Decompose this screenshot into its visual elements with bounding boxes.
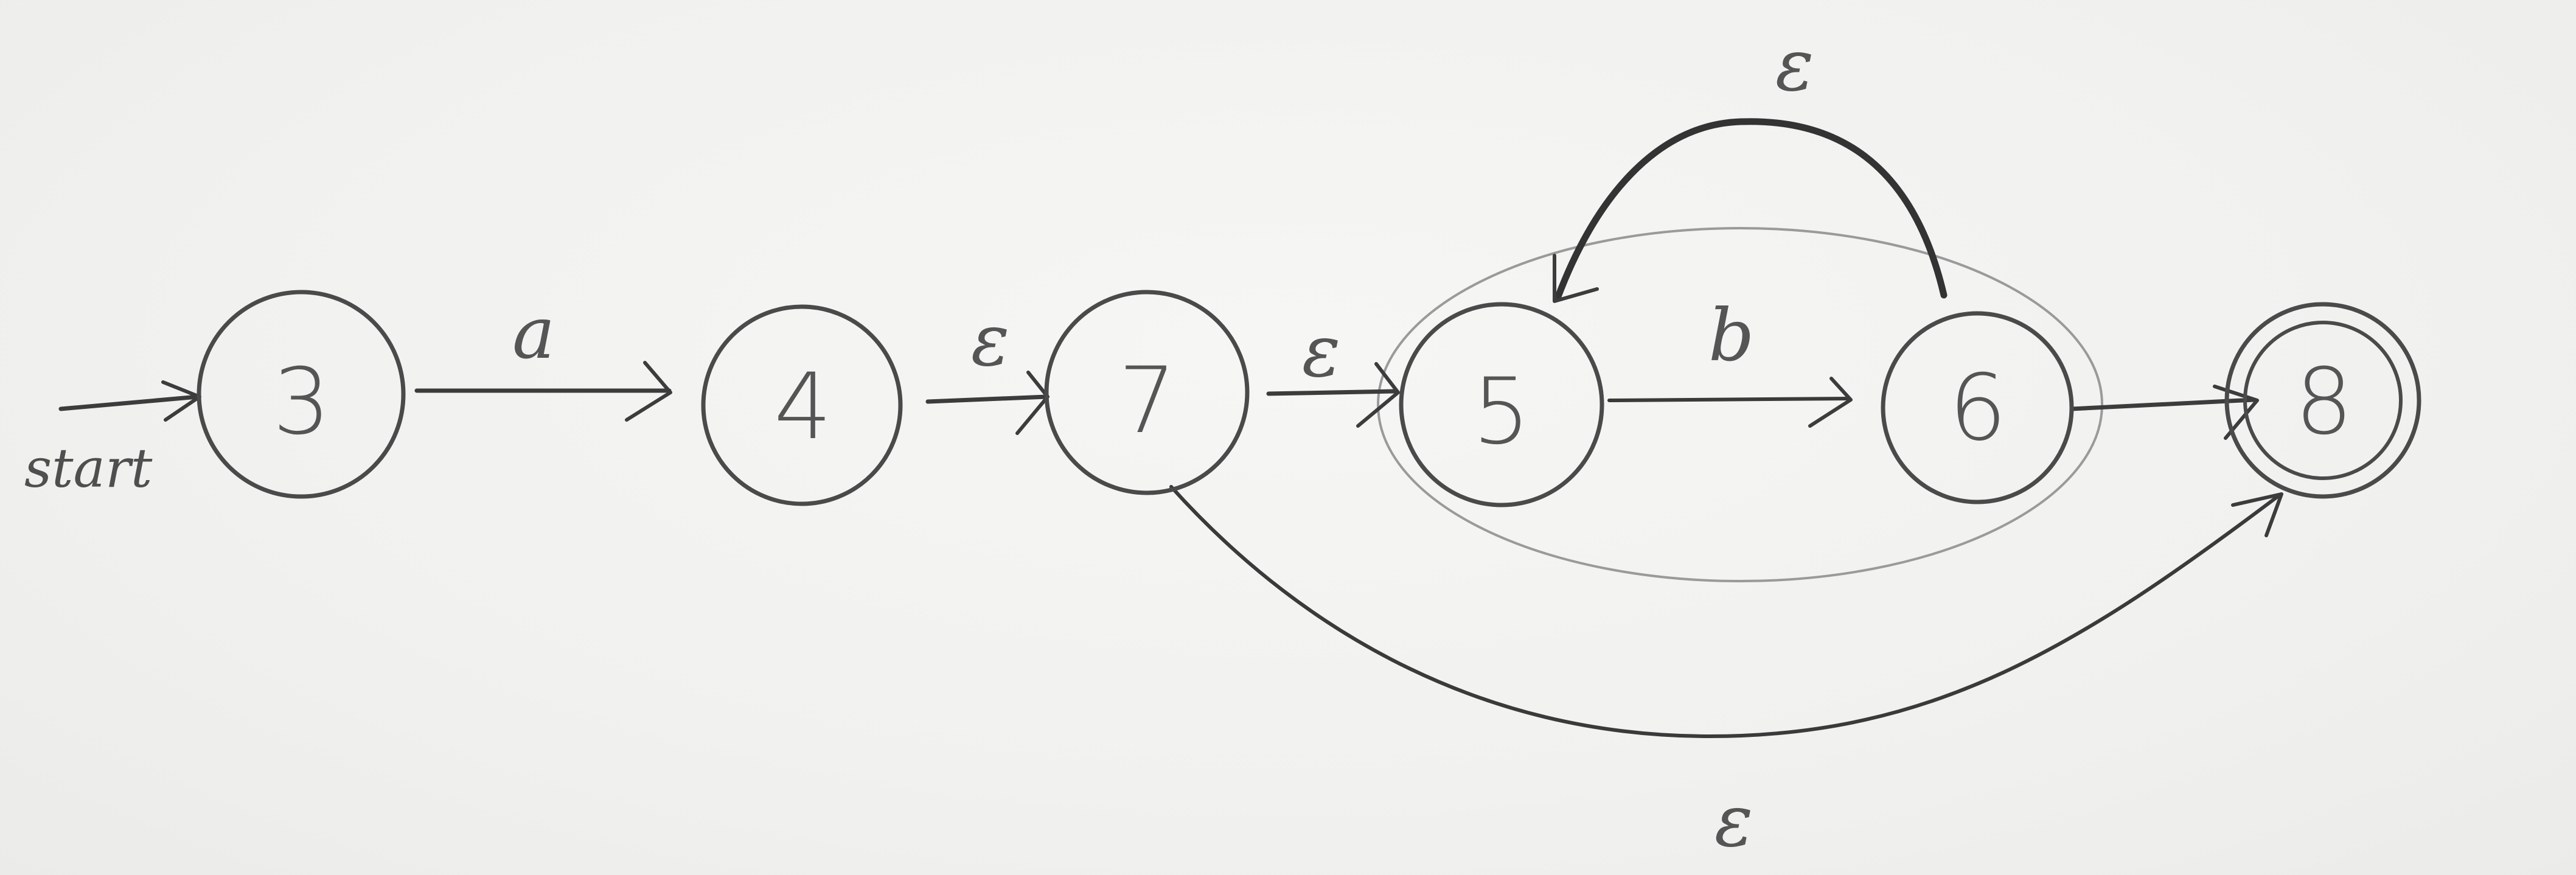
state-label-6: 6	[1949, 355, 2007, 461]
state-label-7: 7	[1118, 348, 1176, 454]
transition-7-to-5	[1266, 362, 1400, 428]
state-6: 6	[1881, 311, 2074, 504]
transition-label-7-8: ε	[1714, 779, 1753, 863]
state-3: 3	[197, 290, 406, 499]
start-label: start	[24, 437, 153, 500]
state-label-4: 4	[774, 354, 832, 460]
state-4: 4	[701, 304, 903, 506]
state-label-8: 8	[2295, 349, 2353, 455]
transition-label-5-6: b	[1708, 293, 1755, 377]
state-5: 5	[1399, 302, 1604, 507]
transition-label-4-7: ε	[971, 298, 1009, 382]
state-8-accepting: 8	[2224, 302, 2421, 499]
transition-7-to-8	[1169, 485, 2283, 739]
start-arrow	[58, 380, 201, 422]
transition-label-3-4: a	[512, 291, 555, 375]
transition-6-to-5	[1553, 118, 1948, 303]
state-7: 7	[1044, 290, 1250, 495]
state-label-5: 5	[1472, 359, 1530, 465]
transition-label-7-5: ε	[1302, 309, 1340, 393]
transition-5-to-6	[1607, 377, 1853, 428]
transition-label-6-5: ε	[1775, 23, 1814, 107]
state-label-3: 3	[273, 349, 330, 455]
state-group-outline	[1377, 227, 2103, 582]
transition-3-to-4	[414, 361, 672, 422]
